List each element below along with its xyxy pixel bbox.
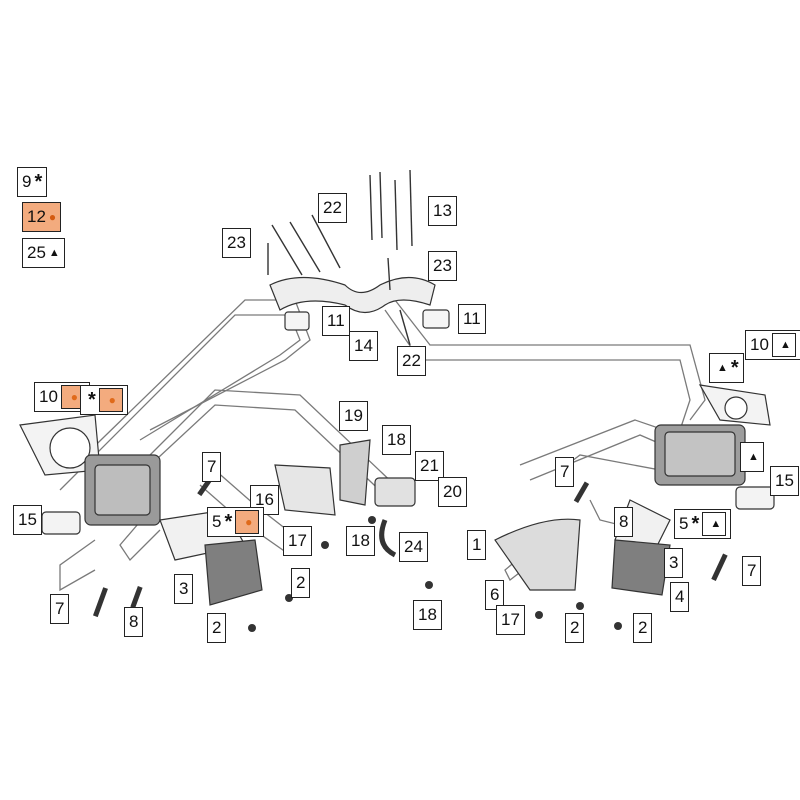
part-callout[interactable]: 3 <box>174 574 194 604</box>
part-callout[interactable]: 17 <box>496 605 525 635</box>
part-callout[interactable]: 23 <box>222 228 251 258</box>
triangle-icon: ▲ <box>771 333 796 357</box>
triangle-icon: ▲ <box>717 361 728 374</box>
legend-item: 25 ▲ <box>22 238 65 268</box>
part-callout[interactable]: 2 <box>565 613 585 643</box>
part-callout[interactable]: 14 <box>349 331 378 361</box>
legend-item: 12 ● <box>22 202 62 232</box>
star-icon: * <box>34 171 43 193</box>
part-callout[interactable]: 5 * ▲ <box>674 509 732 539</box>
centre-parts-drawing <box>275 440 415 555</box>
part-callout[interactable]: 23 <box>428 251 457 281</box>
part-callout[interactable]: ▲ <box>740 442 764 472</box>
part-callout[interactable]: 3 <box>664 548 684 578</box>
star-icon: * <box>730 357 739 379</box>
part-callout[interactable]: 8 <box>124 607 144 637</box>
part-callout[interactable]: 2 <box>207 613 227 643</box>
part-callout[interactable]: 15 <box>770 466 799 496</box>
part-callout[interactable]: 2 <box>291 568 311 598</box>
legend-number: 25 <box>27 243 46 262</box>
part-callout[interactable]: 18 <box>413 600 442 630</box>
star-icon: * <box>88 389 96 411</box>
part-callout[interactable]: 16 <box>250 485 279 515</box>
manifold-drawing <box>270 278 449 331</box>
dot-icon: ● <box>48 210 57 224</box>
part-callout[interactable]: 21 <box>415 451 444 481</box>
part-callout[interactable]: 4 <box>670 582 690 612</box>
part-callout[interactable]: 7 <box>202 452 222 482</box>
star-icon: * <box>224 511 233 533</box>
part-callout[interactable]: 11 <box>458 304 486 334</box>
dot-icon: ● <box>98 388 123 412</box>
triangle-icon: ▲ <box>702 512 727 536</box>
part-callout[interactable]: 22 <box>318 193 347 223</box>
part-callout[interactable]: 13 <box>428 196 457 226</box>
part-callout[interactable]: 24 <box>399 532 428 562</box>
part-callout[interactable]: 2 <box>633 613 653 643</box>
studs-drawing <box>268 170 412 345</box>
legend-item: 9 * <box>17 167 48 197</box>
part-callout[interactable]: 10 ▲ <box>745 330 800 360</box>
legend-number: 12 <box>27 207 46 226</box>
triangle-icon: ▲ <box>748 450 759 463</box>
part-callout[interactable]: 7 <box>555 457 575 487</box>
part-callout[interactable]: 5 * ● <box>207 507 265 537</box>
part-callout[interactable]: 18 <box>346 526 375 556</box>
legend-number: 9 <box>22 172 32 191</box>
part-callout[interactable]: * ● <box>80 385 128 415</box>
part-callout[interactable]: 7 <box>742 556 762 586</box>
part-callout[interactable]: 11 <box>322 306 350 336</box>
part-callout[interactable]: 18 <box>382 425 411 455</box>
part-callout[interactable]: 19 <box>339 401 368 431</box>
part-callout[interactable]: 6 <box>485 580 505 610</box>
part-callout[interactable]: 17 <box>283 526 312 556</box>
part-callout[interactable]: 20 <box>438 477 467 507</box>
part-callout[interactable]: ▲ * <box>709 353 744 383</box>
part-callout[interactable]: 22 <box>397 346 426 376</box>
dot-icon: ● <box>235 510 260 534</box>
part-callout[interactable]: 15 <box>13 505 42 535</box>
triangle-icon: ▲ <box>48 246 60 259</box>
left-cylinder-head-drawing <box>20 415 262 605</box>
part-callout[interactable]: 1 <box>467 530 487 560</box>
bolts-drawing <box>92 478 728 632</box>
star-icon: * <box>691 513 700 535</box>
part-callout[interactable]: 8 <box>614 507 634 537</box>
part-callout[interactable]: 7 <box>50 594 70 624</box>
right-cylinder-head-drawing <box>495 385 774 595</box>
